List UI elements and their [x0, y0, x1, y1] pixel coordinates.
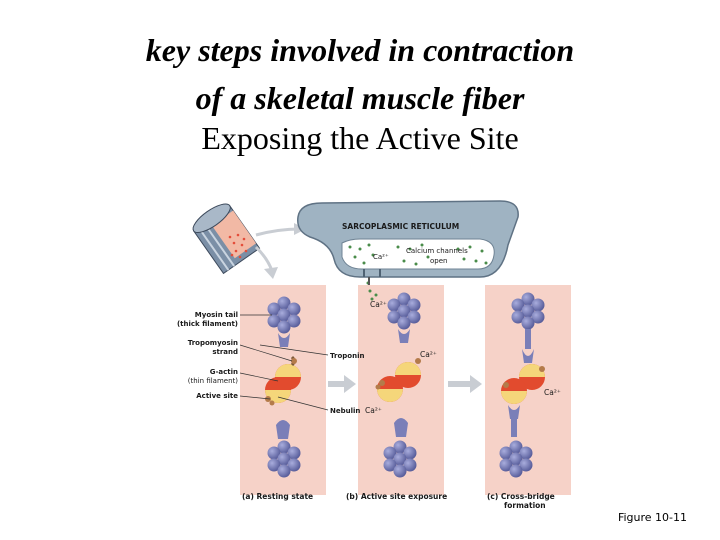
label-nebulin: Nebulin — [330, 407, 360, 415]
actin-filament-b — [375, 358, 421, 402]
actin-filament-a — [265, 355, 301, 406]
figure-reference: Figure 10-11 — [617, 511, 687, 524]
ca-label-b-low: Ca²⁺ — [365, 406, 382, 415]
caption-panel-a: (a) Resting state — [242, 492, 313, 501]
ca-label-b-mid: Ca²⁺ — [420, 350, 437, 359]
muscle-contraction-figure: SARCOPLASMIC RETICULUM Ca²⁺ Calcium chan… — [177, 200, 571, 510]
panel-b-illustration: Ca²⁺ Ca²⁺ Ca²⁺ — [365, 289, 437, 478]
muscle-fiber-illustration — [192, 203, 306, 279]
label-troponin: Troponin — [330, 352, 364, 360]
myosin-head-cluster-bottom-c — [499, 405, 533, 478]
ca-label-sr: Ca²⁺ — [373, 253, 389, 261]
label-myosin-tail-line2: (thick filament) — [177, 320, 238, 328]
label-active-site: Active site — [196, 392, 238, 400]
myosin-head-cluster-top-a — [267, 296, 301, 347]
caption-panel-c-line1: (c) Cross-bridge — [487, 492, 555, 501]
ca-label-b-top: Ca²⁺ — [370, 300, 387, 309]
title-line-1: key steps involved in contraction — [145, 32, 575, 68]
arrow-a-to-b — [328, 375, 356, 393]
title-line-2: of a skeletal muscle fiber — [195, 80, 525, 116]
myosin-head-cluster-bottom-a — [267, 420, 301, 478]
ca-label-c: Ca²⁺ — [544, 388, 561, 397]
panel-c-illustration: Ca²⁺ — [499, 292, 561, 478]
myosin-head-cluster-top-c — [511, 292, 545, 363]
myosin-head-cluster-bottom-b — [383, 418, 417, 478]
subtitle: Exposing the Active Site — [201, 120, 519, 156]
label-myosin-tail-line1: Myosin tail — [195, 311, 238, 319]
calcium-channels-label-line2: open — [430, 257, 447, 265]
arrow-b-to-c — [448, 375, 482, 393]
sarcoplasmic-reticulum: SARCOPLASMIC RETICULUM Ca²⁺ Calcium chan… — [297, 200, 519, 297]
caption-panel-c-line2: formation — [504, 501, 546, 510]
label-gactin-line2: (thin filament) — [188, 377, 238, 385]
actin-filament-c — [501, 364, 545, 404]
myosin-head-cluster-top-b — [387, 292, 421, 343]
label-gactin-line1: G-actin — [210, 368, 238, 376]
panel-a-illustration — [265, 296, 301, 478]
label-tropomyosin-line2: strand — [212, 348, 238, 356]
calcium-channels-label-line1: Calcium channels — [406, 247, 468, 255]
caption-panel-b: (b) Active site exposure — [346, 492, 447, 501]
sr-label: SARCOPLASMIC RETICULUM — [342, 222, 459, 231]
label-tropomyosin-line1: Tropomyosin — [188, 339, 238, 347]
